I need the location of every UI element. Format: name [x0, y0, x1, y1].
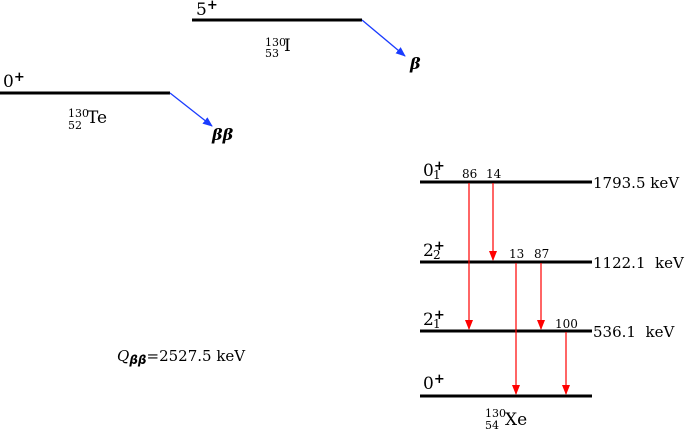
branching-label: 100	[555, 317, 578, 331]
branching-label: 87	[534, 247, 549, 261]
branching-label: 13	[509, 247, 524, 261]
mass-number-i130: 130	[265, 36, 286, 49]
element-symbol-i130: I	[284, 36, 291, 56]
beta-decay-arrow	[361, 19, 406, 57]
double-beta-decay-arrow	[169, 92, 213, 127]
level-2-1-plus: 2+ 1 536.1 keV	[420, 308, 675, 341]
parent-level-i130: 5+ 130 53 I β	[192, 0, 421, 73]
level-energy: 536.1 keV	[593, 323, 675, 341]
level-0-1-plus: 0+ 1 1793.5 keV	[420, 159, 680, 192]
daughter-nucleus-label: 130 54 Xe	[485, 407, 527, 432]
mass-number-te130: 130	[68, 107, 89, 120]
atomic-number-te130: 52	[68, 119, 82, 132]
double-beta-decay-label: ββ	[211, 125, 234, 144]
level-spin-subscript: 1	[433, 168, 441, 182]
level-spin-label: 2+	[423, 308, 445, 330]
gamma-transitions: 86 14 13 87 100	[462, 167, 578, 395]
mass-number-xe130: 130	[485, 407, 506, 420]
parent-spin-te130: 0+	[3, 70, 25, 92]
branching-label: 86	[462, 167, 477, 181]
branching-label: 14	[486, 167, 502, 181]
level-spin-label: 0+	[423, 372, 445, 394]
level-spin-label: 2+	[423, 239, 445, 261]
parent-spin-i130: 5+	[196, 0, 218, 20]
level-spin-subscript: 2	[433, 248, 441, 262]
level-energy: 1793.5 keV	[593, 174, 680, 192]
beta-decay-label: β	[409, 54, 421, 73]
level-ground-state: 0+	[420, 372, 592, 398]
level-energy: 1122.1 keV	[593, 254, 685, 272]
atomic-number-xe130: 54	[485, 419, 499, 432]
level-spin-label: 0+	[423, 159, 445, 181]
atomic-number-i130: 53	[265, 47, 279, 60]
parent-level-te130: 0+ 130 52 Te ββ	[0, 70, 234, 144]
level-2-2-plus: 2+ 2 1122.1 keV	[420, 239, 685, 272]
element-symbol-te130: Te	[87, 108, 107, 128]
q-value-label: Qββ=2527.5 keV	[117, 347, 246, 367]
level-spin-subscript: 1	[433, 317, 441, 331]
element-symbol-xe130: Xe	[505, 410, 527, 430]
